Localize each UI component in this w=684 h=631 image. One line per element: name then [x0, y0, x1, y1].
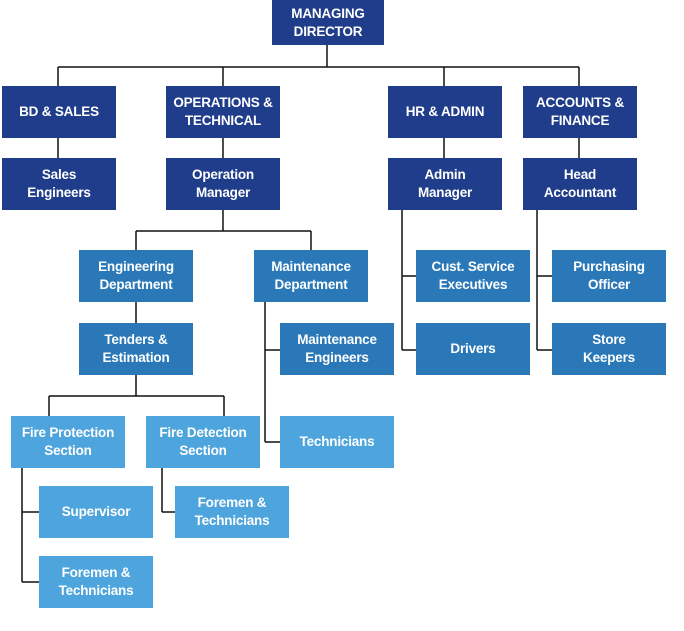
fire-protection-section-box[interactable]: Fire Protection Section [11, 416, 125, 468]
cust-service-executives-box[interactable]: Cust. Service Executives [416, 250, 530, 302]
store-keepers-box[interactable]: Store Keepers [552, 323, 666, 375]
tenders-estimation-box[interactable]: Tenders & Estimation [79, 323, 193, 375]
drivers-box[interactable]: Drivers [416, 323, 530, 375]
fire-detection-section-box[interactable]: Fire Detection Section [146, 416, 260, 468]
supervisor-box[interactable]: Supervisor [39, 486, 153, 538]
maintenance-engineers-box[interactable]: Maintenance Engineers [280, 323, 394, 375]
purchasing-officer-box[interactable]: Purchasing Officer [552, 250, 666, 302]
operation-manager-box[interactable]: Operation Manager [166, 158, 280, 210]
bd-sales-box[interactable]: BD & SALES [2, 86, 116, 138]
foremen-technicians-protection-box[interactable]: Foremen & Technicians [39, 556, 153, 608]
hr-admin-box[interactable]: HR & ADMIN [388, 86, 502, 138]
head-accountant-box[interactable]: Head Accountant [523, 158, 637, 210]
operations-technical-box[interactable]: OPERATIONS & TECHNICAL [166, 86, 280, 138]
technicians-box[interactable]: Technicians [280, 416, 394, 468]
sales-engineers-box[interactable]: Sales Engineers [2, 158, 116, 210]
accounts-finance-box[interactable]: ACCOUNTS & FINANCE [523, 86, 637, 138]
foremen-technicians-detection-box[interactable]: Foremen & Technicians [175, 486, 289, 538]
engineering-department-box[interactable]: Engineering Department [79, 250, 193, 302]
admin-manager-box[interactable]: Admin Manager [388, 158, 502, 210]
maintenance-department-box[interactable]: Maintenance Department [254, 250, 368, 302]
managing-director-box[interactable]: MANAGING DIRECTOR [272, 0, 384, 45]
